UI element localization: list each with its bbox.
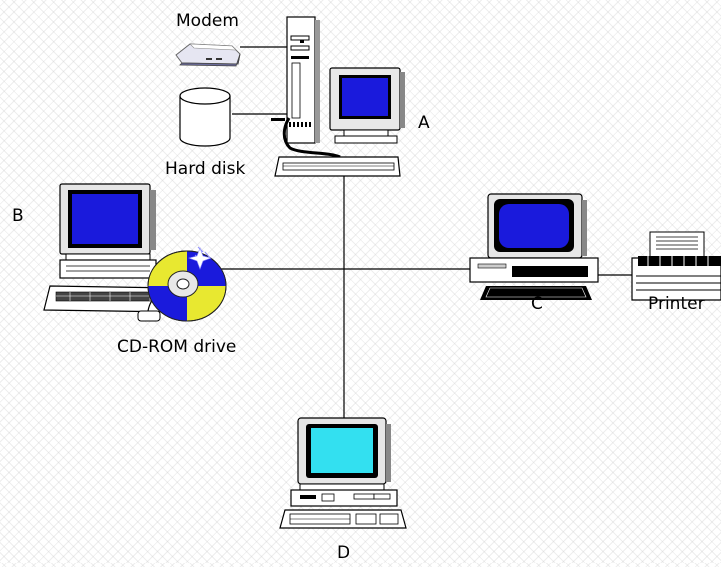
hard-disk-label: Hard disk	[165, 159, 246, 179]
modem-icon	[175, 43, 241, 67]
computer-a-label: A	[418, 113, 430, 133]
computer-c-label: C	[531, 294, 543, 314]
printer-icon	[631, 231, 721, 301]
cd-rom-icon	[147, 246, 227, 322]
printer-label: Printer	[648, 294, 705, 314]
cd-rom-label: CD-ROM drive	[117, 337, 237, 357]
computer-b-icon	[43, 183, 181, 322]
computer-d-label: D	[337, 543, 351, 563]
network-links	[210, 46, 632, 418]
computer-c-icon	[469, 193, 599, 300]
computer-b-label: B	[12, 206, 24, 226]
modem-label: Modem	[176, 11, 239, 31]
hard-disk-icon	[179, 87, 231, 147]
computer-a-icon	[271, 16, 405, 177]
computer-d-icon	[279, 417, 407, 529]
